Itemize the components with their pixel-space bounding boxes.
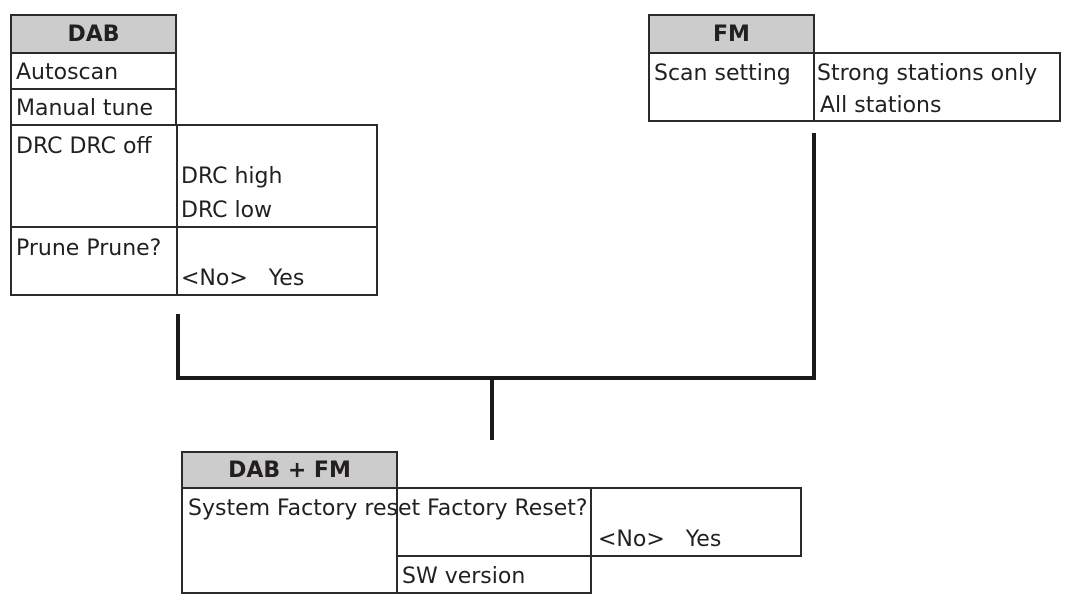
fm-scan-setting-box: Scan setting: [648, 52, 815, 122]
dab-title: DAB: [67, 22, 120, 47]
prune-options: <No> Yes: [181, 266, 305, 291]
scan-setting-label: Scan setting: [654, 61, 791, 86]
system-factory-reset-label: System Factory reset Factory Reset?: [188, 496, 588, 521]
prune-label: Prune Prune?: [16, 236, 162, 261]
dab-drc-box: DRC DRC off: [10, 124, 178, 228]
factory-reset-box: [396, 487, 592, 557]
fm-connector-vertical: [812, 133, 816, 380]
dab-autoscan-box: Autoscan: [10, 52, 177, 90]
dab-header: DAB: [10, 14, 177, 54]
sw-version-box: SW version: [396, 555, 592, 594]
factory-reset-options: <No> Yes: [598, 527, 722, 552]
dab-prune-box: Prune Prune?: [10, 226, 178, 296]
fm-title: FM: [713, 22, 750, 47]
dab-drc-options-box: DRC high DRC low: [176, 124, 378, 228]
drc-high-option: DRC high: [181, 164, 283, 189]
dab-fm-header: DAB + FM: [181, 451, 398, 489]
dab-manual-tune-box: Manual tune: [10, 88, 177, 126]
all-stations-option: All stations: [820, 93, 942, 118]
factory-reset-options-box: <No> Yes: [590, 487, 802, 557]
center-connector-vertical: [490, 378, 494, 440]
autoscan-label: Autoscan: [16, 60, 119, 85]
dab-connector-vertical: [176, 314, 180, 380]
manual-tune-label: Manual tune: [16, 96, 153, 121]
sw-version-label: SW version: [402, 564, 526, 589]
drc-label: DRC DRC off: [16, 134, 152, 159]
connector-horizontal: [176, 376, 816, 380]
strong-stations-option: Strong stations only: [817, 61, 1038, 86]
dab-fm-title: DAB + FM: [228, 458, 351, 483]
system-box: [181, 487, 398, 594]
fm-header: FM: [648, 14, 815, 54]
fm-scan-options-box: Strong stations only All stations: [813, 52, 1061, 122]
drc-low-option: DRC low: [181, 198, 273, 223]
dab-prune-options-box: <No> Yes: [176, 226, 378, 296]
